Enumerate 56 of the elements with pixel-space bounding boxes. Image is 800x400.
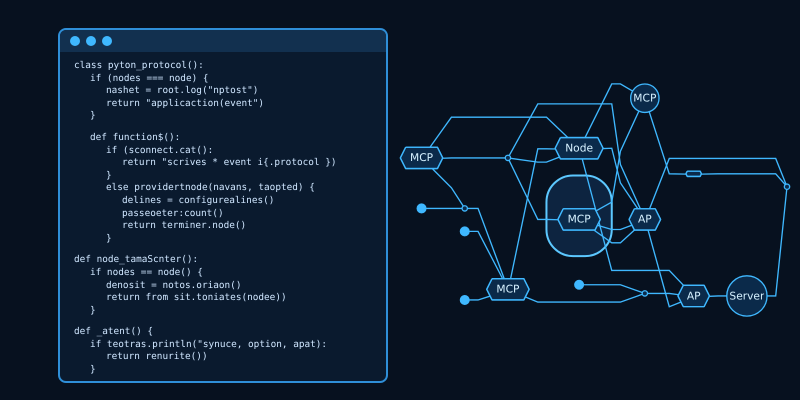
connector [426, 208, 462, 210]
connector [710, 295, 727, 297]
connector [510, 148, 556, 280]
node-circle [461, 205, 468, 212]
connector [526, 294, 643, 303]
code-line: return terminer.node() [122, 220, 246, 233]
connector [429, 116, 569, 148]
connector [508, 160, 558, 220]
connector [508, 103, 642, 210]
code-line: denosit = notos.oriaon() [106, 280, 242, 292]
code-line: nashet = root.log("nptost") [106, 85, 258, 98]
connector [469, 230, 504, 280]
code-line: } [90, 304, 96, 318]
connector [584, 284, 643, 294]
cluster [545, 174, 613, 258]
code-line: return "applicaction(event") [106, 98, 264, 110]
code-line: passeoeter:count() [122, 208, 224, 220]
connector [603, 148, 639, 210]
connector [702, 173, 786, 186]
node-circle [784, 183, 790, 190]
code-line: if (nodes === node) { [90, 72, 209, 86]
connector [648, 112, 686, 175]
code-line: if nodes == node() { [90, 266, 203, 280]
node-circle [642, 290, 648, 297]
code-line: if (sconnect.cat(): [106, 144, 214, 158]
connector [582, 159, 684, 286]
code-line: delines = configurealines() [122, 194, 274, 208]
connector [443, 157, 506, 159]
code-line: def node_tamaScnter(): [74, 254, 198, 267]
code-line: else providertnode(navans, taopted) { [106, 182, 315, 195]
connector [510, 156, 560, 163]
connector [648, 158, 787, 210]
code-line: } [90, 364, 96, 377]
connector [648, 230, 682, 308]
code-line: } [106, 232, 112, 246]
code-line: } [90, 110, 96, 123]
connector [469, 295, 490, 301]
connector [467, 208, 505, 280]
connector [767, 189, 788, 297]
connector [584, 83, 633, 138]
code-line: return from sit.toniates(nodee)) [106, 292, 287, 305]
code-line: def function$(): [90, 132, 180, 145]
connector [596, 110, 640, 212]
connector [432, 168, 464, 207]
code-line: def _atent() { [74, 326, 154, 339]
connector [598, 224, 632, 230]
code-line: if teotras.println("synuce, option, apat): [90, 338, 328, 352]
node-circle: Server [726, 275, 768, 317]
code-line: return renurite()) [106, 351, 208, 364]
connector [594, 229, 635, 244]
code-line: class pyton_protocol(): [74, 60, 204, 73]
node-circle: MCP [630, 83, 660, 114]
code-line: return "scrives * event i{.protocol }) [122, 157, 336, 170]
connector [648, 292, 680, 296]
node-circle [504, 154, 512, 162]
code-line: } [106, 170, 112, 182]
